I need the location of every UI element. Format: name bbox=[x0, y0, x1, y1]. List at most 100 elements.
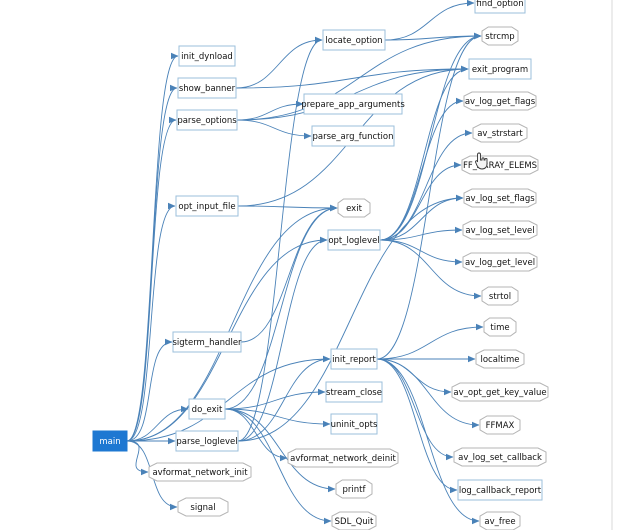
node-uninit_opts[interactable]: uninit_opts bbox=[330, 413, 378, 435]
node-opt_input_file[interactable]: opt_input_file bbox=[175, 195, 239, 217]
node-locate_option-label: locate_option bbox=[325, 36, 382, 46]
node-opt_input_file-label: opt_input_file bbox=[178, 202, 235, 212]
node-strcmp[interactable]: strcmp bbox=[481, 26, 519, 46]
node-locate_option[interactable]: locate_option bbox=[322, 29, 386, 51]
edge-opt_loglevel-to-av_log_get_flags bbox=[379, 97, 464, 241]
node-av_opt_get_key_value-label: av_opt_get_key_value bbox=[453, 388, 546, 398]
node-sigterm_handler[interactable]: sigterm_handler bbox=[172, 331, 242, 353]
node-exit_program[interactable]: exit_program bbox=[468, 58, 532, 80]
node-init_report[interactable]: init_report bbox=[330, 348, 378, 370]
node-av_free[interactable]: av_free bbox=[479, 511, 521, 530]
node-avformat_network_init-label: avformat_network_init bbox=[152, 468, 248, 478]
node-SDL_Quit[interactable]: SDL_Quit bbox=[331, 511, 377, 530]
node-avformat_network_init[interactable]: avformat_network_init bbox=[148, 462, 252, 482]
node-time[interactable]: time bbox=[483, 317, 517, 337]
node-exit-shape bbox=[337, 198, 371, 218]
node-printf-shape bbox=[335, 479, 373, 499]
node-av_opt_get_key_value-shape bbox=[451, 382, 549, 402]
node-FFMAX[interactable]: FFMAX bbox=[479, 415, 521, 435]
node-av_strstart-shape bbox=[472, 123, 528, 143]
edge-init_report-to-av_free bbox=[376, 358, 480, 525]
node-main[interactable]: main bbox=[92, 430, 128, 452]
edge-main-to-parse_options bbox=[126, 116, 177, 442]
node-exit[interactable]: exit bbox=[337, 198, 371, 218]
node-init_report-label: init_report bbox=[332, 355, 376, 365]
edge-init_report-to-FFMAX bbox=[376, 358, 480, 429]
node-av_log_get_flags[interactable]: av_log_get_flags bbox=[463, 91, 537, 111]
node-uninit_opts-shape bbox=[330, 413, 378, 435]
node-signal[interactable]: signal bbox=[177, 497, 229, 517]
edge-opt_loglevel-to-FF_ARRAY_ELEMS bbox=[379, 161, 462, 241]
node-SDL_Quit-label: SDL_Quit bbox=[335, 517, 374, 527]
node-parse_options-label: parse_options bbox=[177, 116, 237, 126]
node-strcmp-shape bbox=[481, 26, 519, 46]
node-main-shape bbox=[92, 430, 128, 452]
node-localtime[interactable]: localtime bbox=[475, 349, 525, 369]
node-av_log_get_level[interactable]: av_log_get_level bbox=[462, 252, 538, 272]
node-find_option[interactable]: find_option bbox=[474, 0, 526, 14]
node-av_log_get_level-shape bbox=[462, 252, 538, 272]
node-locate_option-shape bbox=[322, 29, 386, 51]
node-log_callback_report[interactable]: log_callback_report bbox=[457, 479, 543, 501]
node-stream_close[interactable]: stream_close bbox=[325, 381, 383, 403]
node-init_dynload-label: init_dynload bbox=[181, 52, 233, 62]
edge-main-to-exit bbox=[126, 204, 338, 442]
edge-main-to-show_banner bbox=[126, 84, 178, 442]
node-do_exit[interactable]: do_exit bbox=[188, 398, 226, 420]
node-av_log_set_flags-shape bbox=[463, 188, 537, 208]
node-do_exit-shape bbox=[188, 398, 226, 420]
node-find_option-label: find_option bbox=[476, 0, 523, 9]
node-strtol-label: strtol bbox=[489, 292, 511, 302]
edge-parse_loglevel-to-opt_loglevel bbox=[237, 236, 328, 442]
node-exit-label: exit bbox=[346, 204, 362, 214]
node-prepare_app_arguments-label: prepare_app_arguments bbox=[301, 100, 405, 110]
node-parse_options[interactable]: parse_options bbox=[176, 109, 238, 131]
node-show_banner[interactable]: show_banner bbox=[177, 77, 237, 99]
node-opt_loglevel[interactable]: opt_loglevel bbox=[327, 229, 381, 251]
edge-locate_option-to-find_option bbox=[384, 0, 475, 41]
edge-init_report-to-time bbox=[376, 323, 484, 360]
node-printf[interactable]: printf bbox=[335, 479, 373, 499]
node-main-label: main bbox=[99, 437, 120, 447]
node-signal-label: signal bbox=[190, 503, 215, 513]
node-av_log_set_flags[interactable]: av_log_set_flags bbox=[463, 188, 537, 208]
node-init_dynload-shape bbox=[178, 45, 236, 67]
node-FFMAX-shape bbox=[479, 415, 521, 435]
node-stream_close-shape bbox=[325, 381, 383, 403]
node-av_log_set_level[interactable]: av_log_set_level bbox=[462, 220, 538, 240]
edge-opt_loglevel-to-strcmp bbox=[379, 32, 482, 241]
node-exit_program-shape bbox=[468, 58, 532, 80]
node-time-shape bbox=[483, 317, 517, 337]
edge-opt_loglevel-to-av_strstart bbox=[379, 129, 473, 241]
node-parse_arg_function[interactable]: parse_arg_function bbox=[311, 125, 395, 147]
node-prepare_app_arguments[interactable]: prepare_app_arguments bbox=[301, 93, 405, 115]
node-parse_loglevel[interactable]: parse_loglevel bbox=[175, 430, 239, 452]
node-init_dynload[interactable]: init_dynload bbox=[178, 45, 236, 67]
edge-do_exit-to-SDL_Quit bbox=[224, 408, 332, 525]
node-av_free-shape bbox=[479, 511, 521, 530]
node-localtime-label: localtime bbox=[480, 355, 519, 365]
node-avformat_network_init-shape bbox=[148, 462, 252, 482]
edge-opt_loglevel-to-av_log_set_level bbox=[379, 226, 463, 241]
edge-parse_loglevel-to-locate_option bbox=[237, 36, 323, 442]
edge-main-to-init_report bbox=[126, 355, 331, 442]
node-log_callback_report-label: log_callback_report bbox=[459, 486, 542, 496]
node-stream_close-label: stream_close bbox=[326, 388, 382, 398]
edge-parse_loglevel-to-av_log_set_flags bbox=[237, 194, 464, 442]
node-show_banner-label: show_banner bbox=[179, 84, 236, 94]
node-av_opt_get_key_value[interactable]: av_opt_get_key_value bbox=[451, 382, 549, 402]
node-av_log_set_callback-label: av_log_set_callback bbox=[458, 453, 542, 463]
node-avformat_network_deinit[interactable]: avformat_network_deinit bbox=[287, 448, 399, 468]
node-time-label: time bbox=[490, 323, 509, 333]
node-av_log_set_callback[interactable]: av_log_set_callback bbox=[453, 447, 547, 467]
edge-init_report-to-strcmp bbox=[376, 32, 482, 360]
node-sigterm_handler-label: sigterm_handler bbox=[172, 338, 242, 348]
node-localtime-shape bbox=[475, 349, 525, 369]
edge-parse_options-to-strcmp bbox=[236, 32, 482, 121]
node-printf-label: printf bbox=[343, 485, 367, 495]
node-av_log_get_level-label: av_log_get_level bbox=[465, 258, 535, 268]
node-strtol[interactable]: strtol bbox=[481, 286, 519, 306]
node-sigterm_handler-shape bbox=[172, 331, 242, 353]
node-av_strstart[interactable]: av_strstart bbox=[472, 123, 528, 143]
